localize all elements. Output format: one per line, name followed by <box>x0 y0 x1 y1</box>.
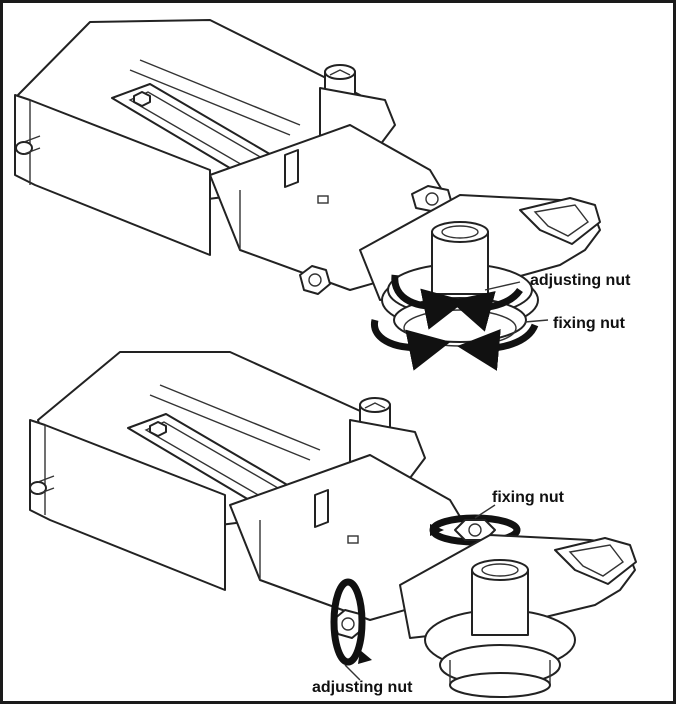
bottom-fixing-nut-label: fixing nut <box>492 489 565 506</box>
hex-nut-icon <box>133 91 151 107</box>
bottom-spindle <box>424 559 576 698</box>
rotation-arrow-icon <box>430 524 444 536</box>
hex-nut-icon <box>454 519 496 541</box>
hex-nut-icon <box>149 421 167 437</box>
top-bracket-assembly <box>14 19 601 371</box>
rotation-arrow-icon <box>391 274 523 332</box>
top-fixing-nut-label: fixing nut <box>553 315 626 332</box>
rotation-arrow-icon <box>358 650 372 664</box>
hex-nut-icon <box>299 265 331 295</box>
top-adjusting-nut-label: adjusting nut <box>530 272 631 289</box>
bottom-bracket-assembly <box>29 351 637 698</box>
bottom-adjusting-nut-label: adjusting nut <box>312 679 413 696</box>
rotation-arrow-icon <box>371 319 539 371</box>
bottom-adjusting-nut <box>330 578 372 666</box>
